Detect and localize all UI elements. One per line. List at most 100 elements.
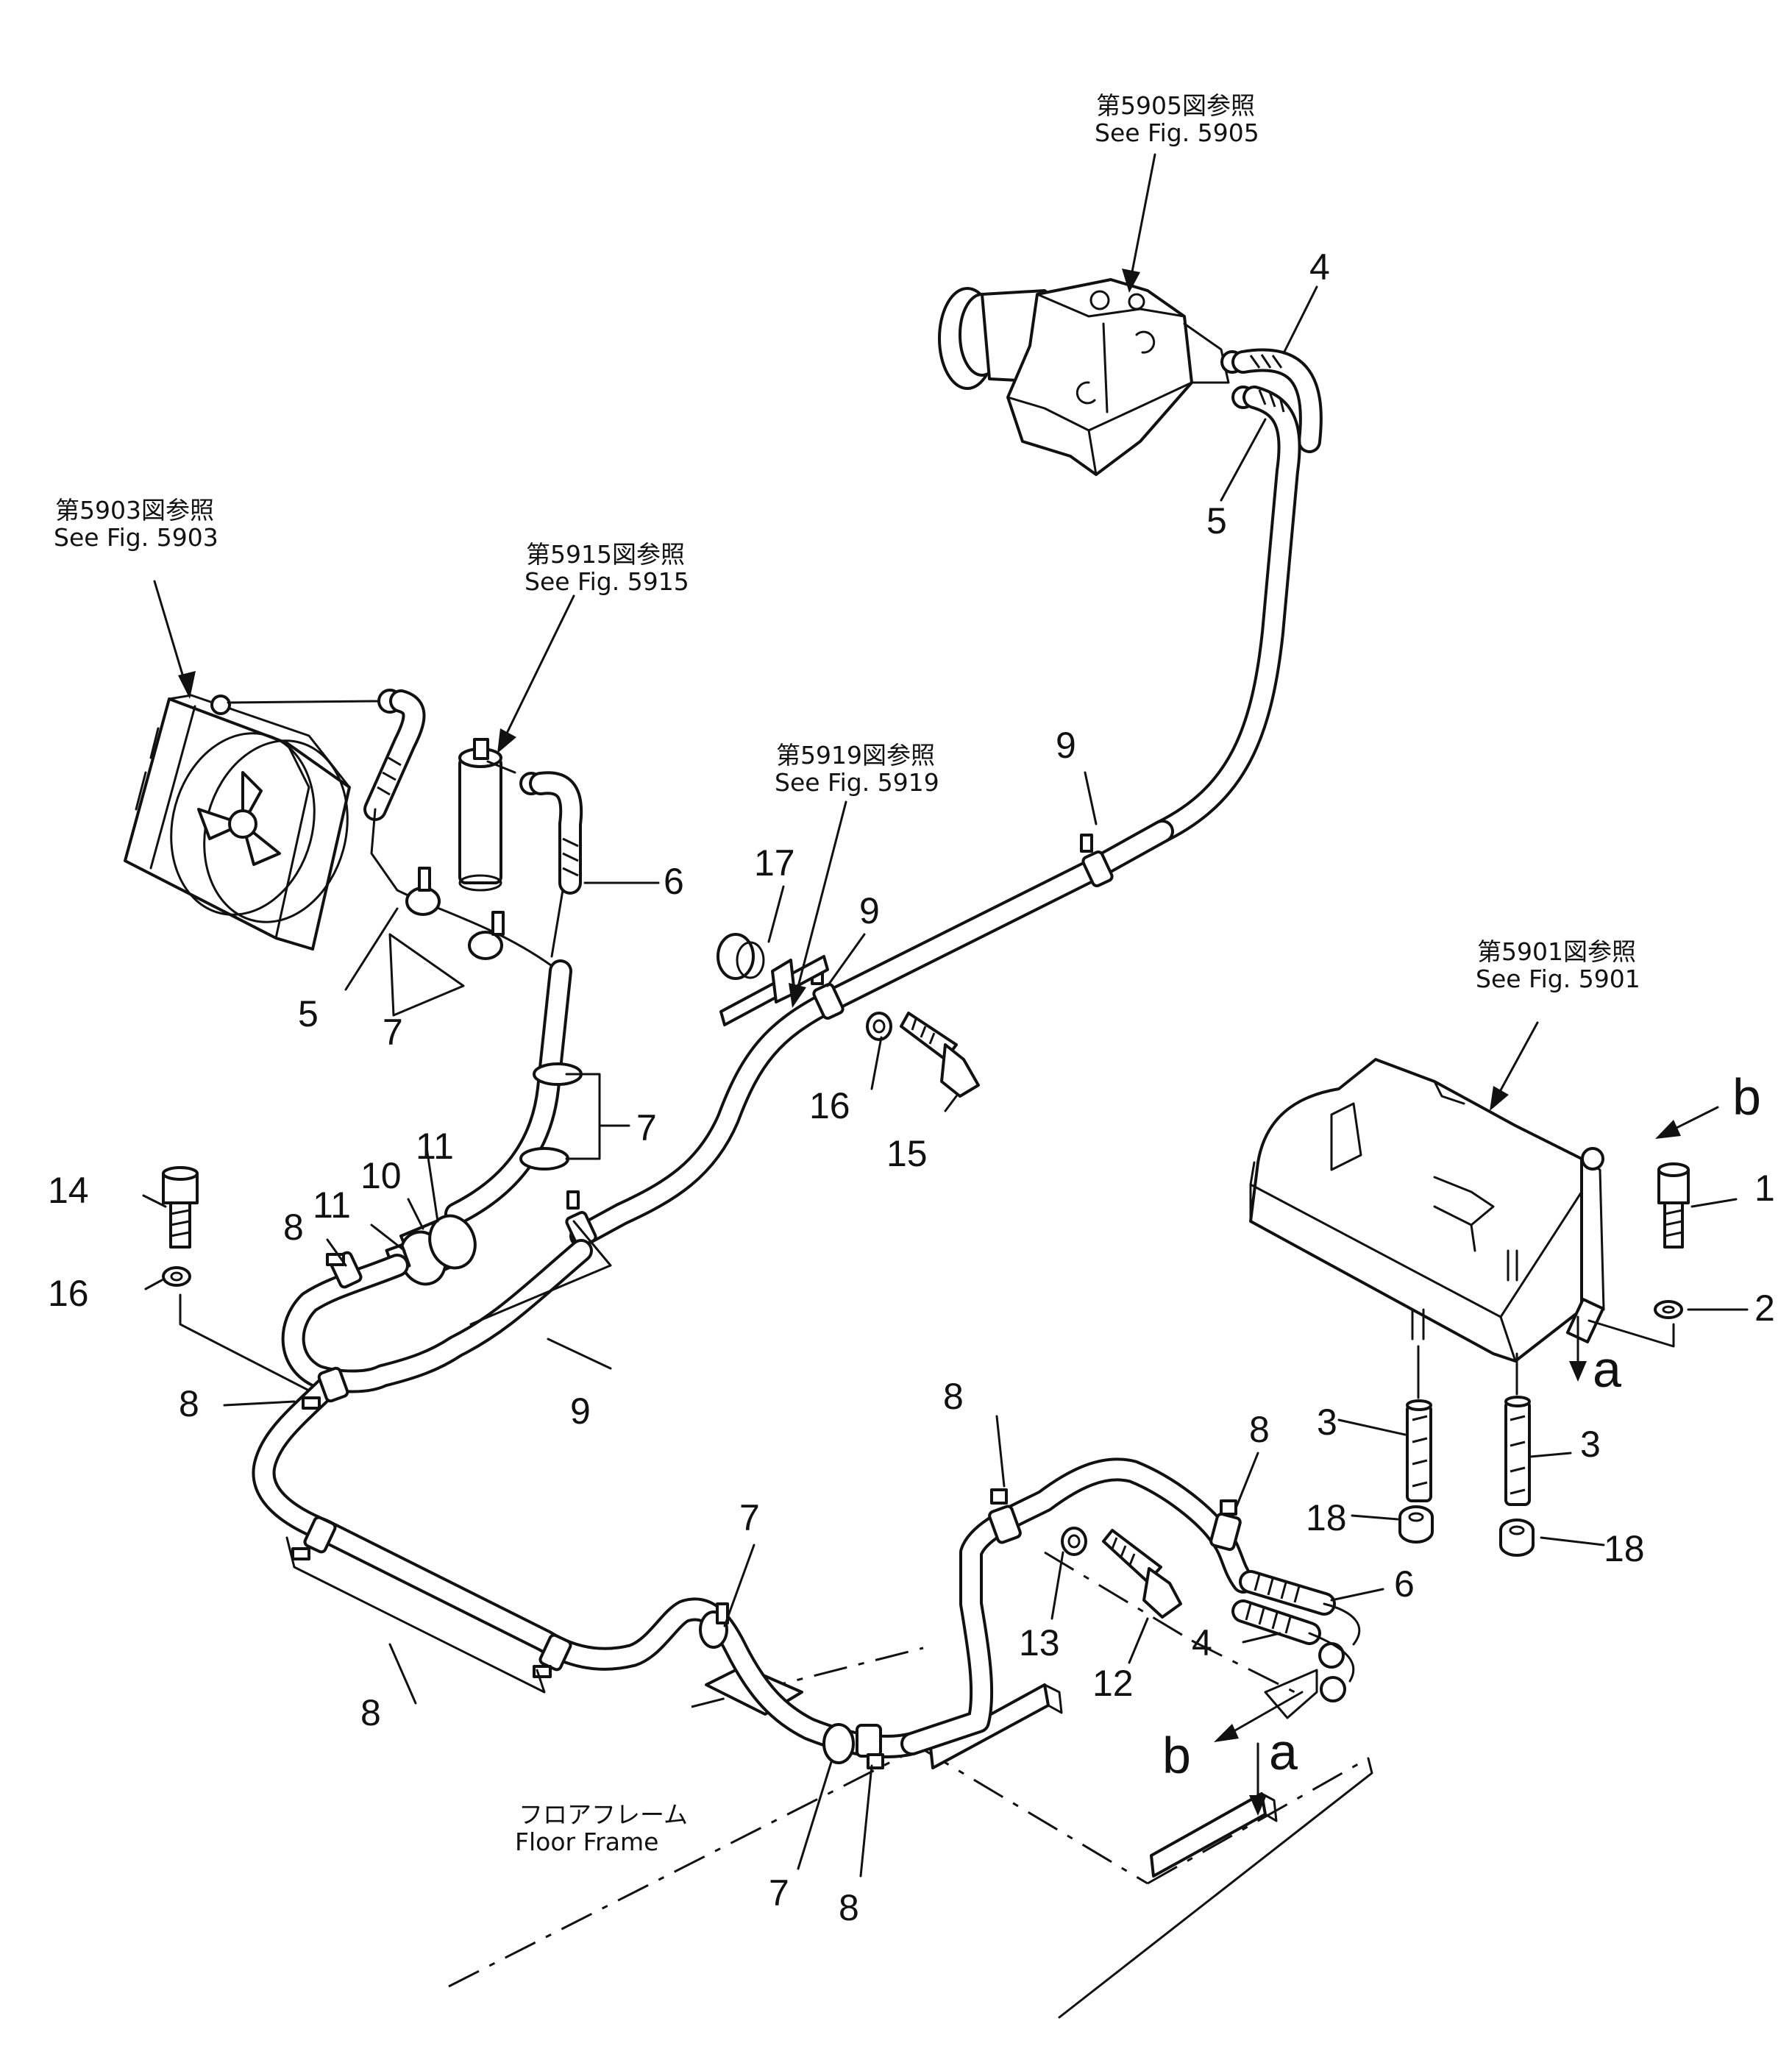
- part-number-7-bottom: 7: [769, 1872, 789, 1914]
- floor-frame-label-jp: フロアフレーム: [519, 1800, 688, 1829]
- part-number-9-middle: 9: [859, 890, 880, 931]
- receiver-hose-6: [529, 771, 583, 895]
- part-number-4-top: 4: [1309, 246, 1330, 288]
- part-number-7-center: 7: [739, 1497, 760, 1538]
- part-number-8-lower: 8: [360, 1692, 381, 1733]
- main-pipe-lower-left: [281, 1239, 593, 1393]
- part-number-1: 1: [1754, 1168, 1775, 1209]
- part-number-8-left: 8: [179, 1383, 199, 1424]
- clamp-8-left-mid: [302, 1366, 349, 1410]
- grommet-18-left: [1398, 1505, 1434, 1544]
- part-number-5-left: 5: [298, 993, 319, 1034]
- bolt-1: [1657, 1162, 1690, 1249]
- view-b-right: b: [1732, 1068, 1761, 1126]
- part-number-18-right: 18: [1604, 1528, 1645, 1569]
- clamp-8-lower-a: [291, 1516, 337, 1560]
- clamp-8-lower-c: [856, 1724, 884, 1769]
- part-number-5-top: 5: [1206, 500, 1227, 541]
- floor-frame-bracket-right: [1150, 1792, 1278, 1878]
- view-a-lower: a: [1269, 1723, 1298, 1780]
- washer-2: [1654, 1300, 1683, 1319]
- receiver-pipe-down: [444, 889, 572, 1226]
- part-number-9-top: 9: [1056, 725, 1076, 766]
- part-number-12: 12: [1092, 1663, 1134, 1704]
- ref-5915-en: See Fig. 5915: [525, 567, 689, 596]
- ref-5903-jp: 第5903図参照: [55, 496, 214, 525]
- clamp-7-receiver-b: [519, 1147, 569, 1171]
- bolt-1-position-line: [1587, 1319, 1675, 1348]
- part-number-17: 17: [754, 842, 795, 884]
- part-number-2: 2: [1754, 1288, 1775, 1329]
- part-number-11-lower: 11: [313, 1184, 351, 1226]
- bolt-14-position-line: [179, 1293, 310, 1392]
- floor-frame-outline: [448, 1551, 1373, 2019]
- clamp-9-upper: [1080, 834, 1114, 887]
- part-number-13: 13: [1019, 1622, 1060, 1663]
- clamp-8-left-top: [326, 1251, 363, 1289]
- part-number-16-center: 16: [809, 1085, 850, 1126]
- clamp-8-lower-b: [533, 1633, 572, 1678]
- view-b-lower: b: [1162, 1727, 1191, 1784]
- part-number-8-bottom: 8: [839, 1887, 859, 1928]
- inline-filter: [385, 1214, 477, 1286]
- bolt-15: [900, 1012, 980, 1098]
- compressor: [938, 278, 1255, 476]
- ref-5919-en: See Fig. 5919: [775, 768, 939, 797]
- leader-lines: [142, 153, 1749, 1878]
- bolt-12: [1102, 1529, 1182, 1619]
- part-number-9-lower: 9: [570, 1390, 591, 1432]
- part-number-16-left: 16: [48, 1273, 89, 1314]
- receiver-drier: [458, 738, 543, 892]
- washer-13: [1061, 1527, 1087, 1556]
- ref-5903-en: See Fig. 5903: [54, 523, 218, 552]
- clamp-9-middle: [811, 966, 845, 1020]
- part-number-10: 10: [360, 1155, 402, 1196]
- condenser-hose-5: [227, 689, 561, 973]
- part-number-6-receiver: 6: [664, 861, 684, 902]
- clamp-8-right: [1209, 1499, 1242, 1552]
- part-number-7-left: 7: [383, 1012, 403, 1053]
- ref-5901-en: See Fig. 5901: [1476, 965, 1640, 993]
- main-pipe-lower: [252, 1371, 924, 1758]
- ref-5901-jp: 第5901図参照: [1477, 937, 1636, 966]
- part-number-14: 14: [48, 1170, 89, 1211]
- ref-5905-en: See Fig. 5905: [1095, 118, 1259, 147]
- clamp-7-lower-center: [699, 1602, 729, 1649]
- clamp-7-left-a: [405, 867, 441, 916]
- washer-16-left: [162, 1266, 191, 1287]
- part-number-3-right: 3: [1580, 1424, 1601, 1465]
- main-pipe-upper: [569, 820, 1174, 1248]
- washer-16-center: [866, 1012, 892, 1041]
- condenser: [124, 689, 402, 951]
- grommet-18-right: [1499, 1519, 1535, 1557]
- part-number-8-upright: 8: [943, 1376, 964, 1417]
- floor-frame-label-en: Floor Frame: [515, 1828, 658, 1856]
- part-number-7-receiver: 7: [636, 1107, 657, 1148]
- ref-5905-jp: 第5905図参照: [1096, 91, 1255, 120]
- reference-labels: 第5905図参照 See Fig. 5905 第5903図参照 See Fig.…: [54, 91, 1640, 993]
- pin-3-left: [1406, 1345, 1432, 1502]
- bolt-14: [162, 1166, 199, 1249]
- compressor-hose-5: [1151, 386, 1301, 843]
- part-number-3-left: 3: [1317, 1402, 1337, 1443]
- compressor-hose-4: [1231, 348, 1323, 453]
- part-number-18-left: 18: [1306, 1497, 1347, 1538]
- part-number-8-right: 8: [1249, 1409, 1270, 1450]
- part-number-8-filter: 8: [283, 1207, 304, 1248]
- lower-hose-4: [1231, 1599, 1355, 1719]
- part-number-15: 15: [886, 1133, 928, 1174]
- clamp-8-upright: [988, 1488, 1022, 1544]
- part-number-6-lower: 6: [1394, 1563, 1415, 1605]
- part-number-4-lower: 4: [1192, 1622, 1212, 1663]
- collar-17: [717, 933, 765, 980]
- main-pipe-lower-right: [900, 1457, 1255, 1755]
- lower-hose-6: [1239, 1570, 1361, 1669]
- view-a-right: a: [1593, 1340, 1621, 1398]
- clamp-7-left-b: [468, 911, 505, 960]
- part-number-11-upper: 11: [416, 1126, 454, 1167]
- ref-5915-jp: 第5915図参照: [526, 540, 685, 569]
- ref-5919-jp: 第5919図参照: [776, 741, 935, 770]
- part-number-labels: 1 2 3 3 4 4 5 5 6 6 7 7 7 7 8 8 8 8 8 8 …: [48, 246, 1775, 1928]
